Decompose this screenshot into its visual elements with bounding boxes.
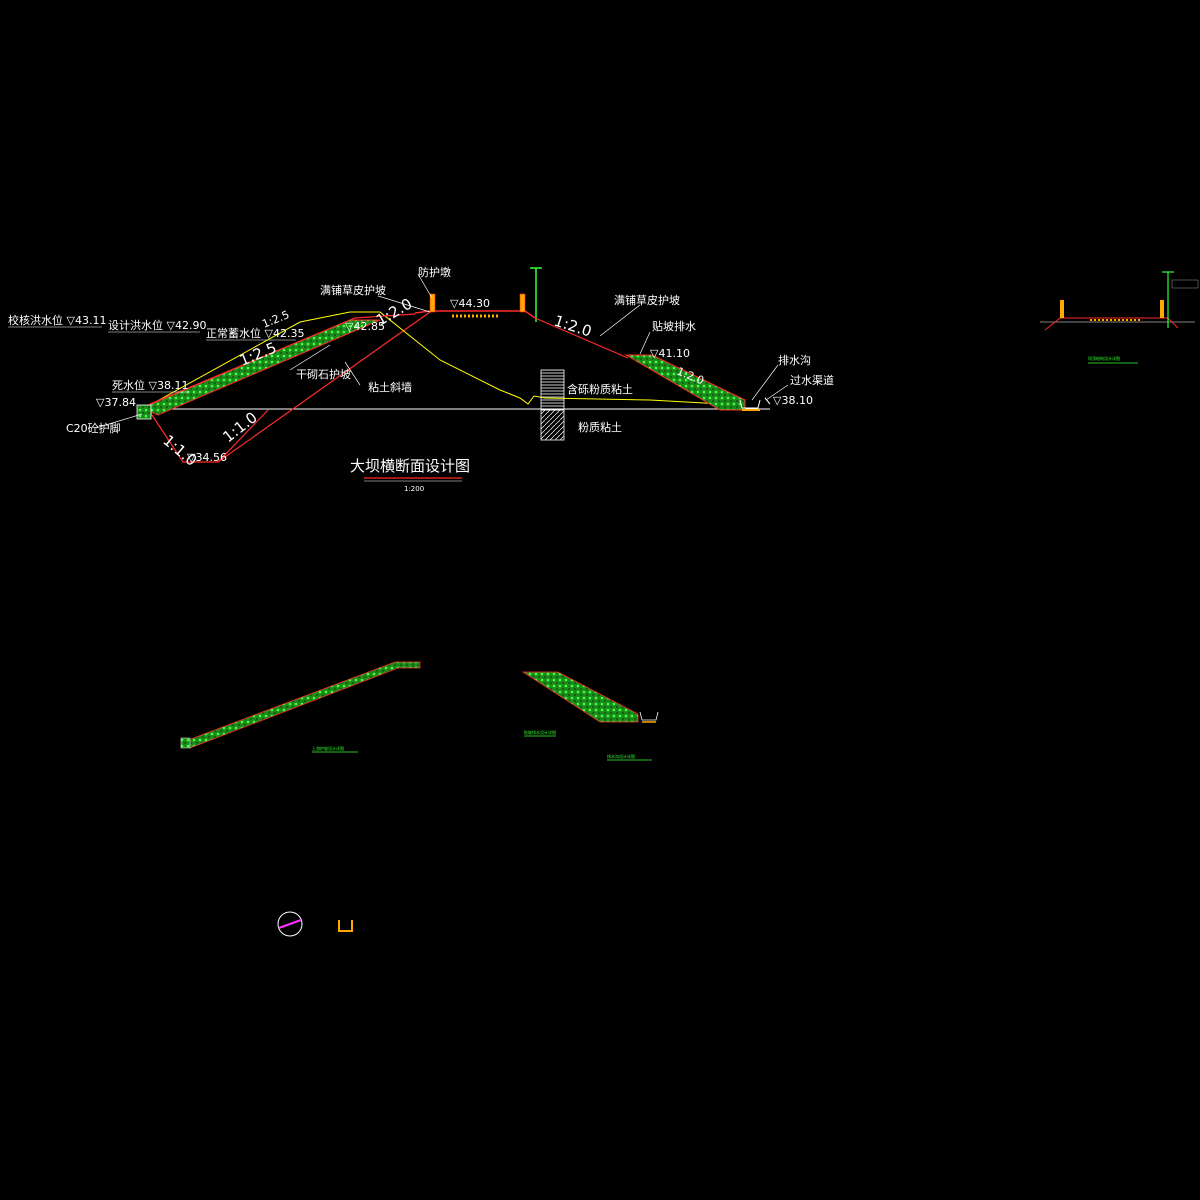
silty-clay-label: 粉质粘土: [578, 420, 622, 434]
ditch-label: 排水沟: [778, 353, 811, 367]
dead-level-label: 死水位 ▽38.11: [112, 378, 188, 392]
leader-dry-stone: [289, 344, 331, 371]
crest-detail: 坝顶结构设计详图: [1040, 271, 1199, 364]
drawing-title: 大坝横断面设计图: [350, 457, 470, 475]
dam-crest: [414, 310, 536, 319]
gravel-clay-label: 含砾粉质粘土: [567, 382, 633, 396]
crest-detail-outline: [1044, 317, 1179, 331]
leader-ditch: [751, 364, 779, 401]
toe-block: [136, 404, 152, 420]
crest-detail-caption: 坝顶结构设计详图: [1088, 355, 1120, 361]
soil-column-silty-clay: [540, 409, 565, 441]
parapet-right: [519, 293, 526, 313]
bottom-symbols: [277, 911, 353, 937]
berm-elev-label: ▽42.85: [345, 320, 385, 333]
culvert-edge: [764, 397, 771, 405]
slope-key-label-1: 1:1.0: [159, 431, 200, 470]
upstream-detail-revetment: [182, 661, 421, 749]
design-flood-label: 设计洪水位 ▽42.90: [108, 318, 206, 332]
culvert-label: 过水渠道: [790, 373, 834, 387]
drain-ditch: [739, 399, 761, 409]
drain-detail: 贴坡排水设计详图 排水沟设计详图: [521, 671, 659, 761]
drawing-scale: 1:200: [404, 485, 424, 493]
clay-wall-line: [217, 311, 431, 463]
slope-drain-body: [624, 354, 746, 411]
toe-wall-label: C20砼护脚: [66, 421, 121, 435]
leader-clay-wall: [344, 361, 361, 386]
cutoff-trench-line: [149, 409, 269, 463]
toe-elev-label: ▽37.84: [96, 396, 136, 409]
check-flood-label: 校核洪水位 ▽43.11: [8, 313, 106, 327]
soil-column-gravel-clay: [540, 369, 565, 411]
ditch-section-symbol: [338, 920, 353, 932]
drain-elev-label: ▽41.10: [650, 347, 690, 360]
upstream-detail-caption: 上游护坡设计详图: [312, 745, 344, 751]
slope-down-label-1: 1:2.0: [552, 312, 594, 341]
upstream-detail: 上游护坡设计详图: [180, 661, 421, 753]
ditch-detail-caption: 排水沟设计详图: [607, 753, 635, 759]
grass-up-label: 满铺草皮护坡: [320, 283, 386, 297]
parapet-left: [429, 293, 436, 313]
bottom-elev-label: ▽34.56: [187, 451, 227, 464]
parapet-label: 防护墩: [418, 265, 451, 279]
drain-detail-ditch: [639, 711, 659, 721]
leader-grass-down: [599, 304, 641, 337]
upstream-slope-line: [149, 313, 416, 405]
drain-detail-caption: 贴坡排水设计详图: [524, 729, 556, 735]
pipe-section-symbol: [277, 911, 303, 937]
crest-detail-parapet-left: [1060, 300, 1064, 318]
crest-detail-parapet-right: [1160, 300, 1164, 318]
crest-elev-label: ▽44.30: [450, 297, 490, 310]
leader-drain: [639, 331, 651, 355]
downstream-slope-line: [534, 317, 629, 359]
leader-parapet: [417, 273, 433, 299]
dam-cross-section: 校核洪水位 ▽43.11 设计洪水位 ▽42.90 正常蓄水位 ▽42.35 死…: [8, 265, 834, 493]
normal-level-label: 正常蓄水位 ▽42.35: [206, 326, 304, 340]
drain-detail-body: [521, 671, 639, 723]
leader-culvert: [765, 384, 789, 401]
drain-body-label: 贴坡排水: [652, 319, 696, 333]
upstream-detail-toe: [180, 737, 191, 749]
clay-wall-label: 粘土斜墙: [368, 380, 412, 394]
slope-key-label-2: 1:1.0: [219, 408, 260, 446]
downstream-elev-label: ▽38.10: [773, 394, 813, 407]
crest-detail-note-box: [1171, 279, 1199, 289]
dry-stone-label: 干砌石护坡: [296, 367, 351, 381]
leader-toe: [95, 413, 143, 429]
grass-down-label: 满铺草皮护坡: [614, 293, 680, 307]
leader-grass-up: [377, 295, 431, 313]
pipe-section-band: [278, 919, 302, 929]
